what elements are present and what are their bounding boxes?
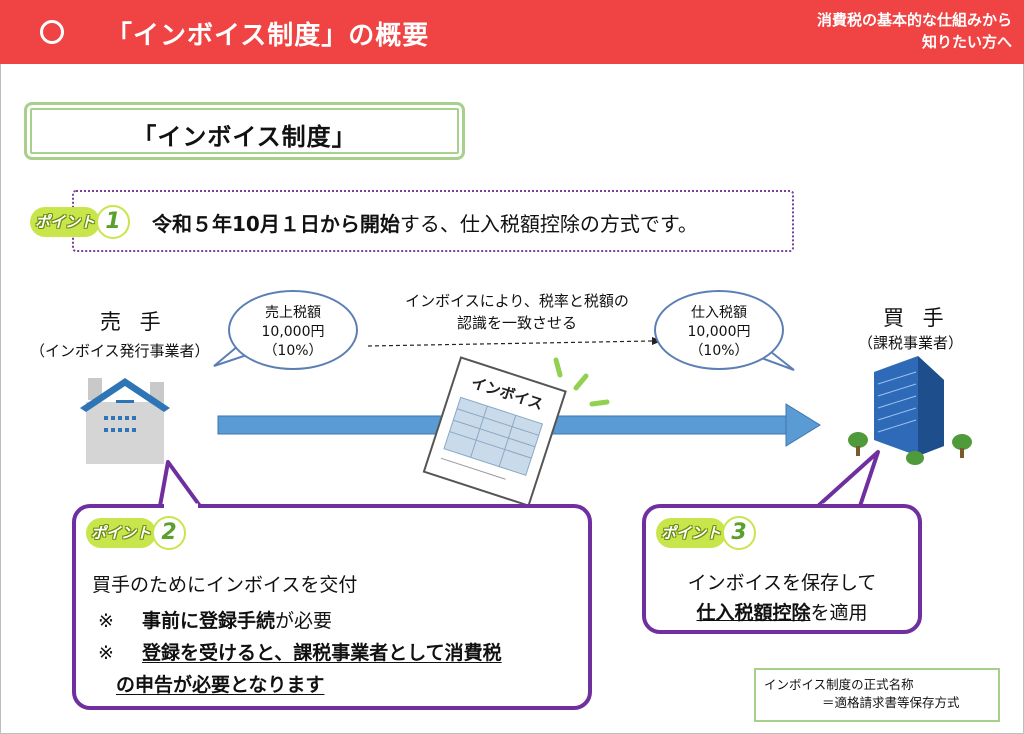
point3-line2-rest: を適用	[810, 602, 868, 624]
section-title-box: 「インボイス制度」	[24, 102, 465, 160]
point2-line3-text: 登録を受けると、課税事業者として消費税	[142, 642, 502, 664]
point2-line2: ※ 事前に登録手続が必要	[98, 606, 332, 633]
point3-line1: インボイスを保存して	[687, 572, 877, 594]
bubble-left-line3: （10%）	[263, 343, 323, 359]
point-badge-label: ポイント	[30, 207, 100, 237]
point2-line3: ※ 登録を受けると、課税事業者として消費税	[98, 638, 502, 665]
point1-text: 令和５年10月１日から開始する、仕入税額控除の方式です。	[152, 208, 698, 237]
buyer-building-icon	[848, 356, 972, 465]
bubble-left-line1: 売上税額	[265, 305, 321, 321]
bubble-right-line3: （10%）	[689, 343, 749, 359]
arrow-note-line2: 認識を一致させる	[456, 314, 577, 332]
header-circle-icon	[40, 20, 64, 44]
seller-sub: （インボイス発行事業者）	[30, 342, 210, 360]
page-title: 「インボイス制度」の概要	[106, 21, 430, 51]
bubble-left-line2: 10,000円	[261, 324, 325, 340]
arrow-note-line1: インボイスにより、税率と税額の	[405, 292, 629, 310]
shine-lines	[553, 357, 610, 407]
seller-name: 売 手	[100, 310, 167, 334]
invoice-document-icon: インボイス	[422, 356, 567, 507]
point-badge-label: ポイント	[656, 518, 726, 548]
formal-name-box: インボイス制度の正式名称 ＝適格請求書等保存方式	[754, 668, 1000, 722]
buyer-name: 買 手	[883, 306, 950, 330]
point-badge-number: 1	[96, 205, 130, 239]
point2-line2-bold: 事前に登録手続	[142, 610, 276, 632]
point1-bold: 令和５年10月１日から開始	[152, 212, 400, 236]
point1-rest: する、仕入税額控除の方式です。	[399, 212, 698, 236]
point-badge-number: 2	[152, 516, 186, 550]
point2-line4-text: の申告が必要となります	[116, 674, 325, 696]
bubble-right-line1: 仕入税額	[691, 305, 747, 321]
point2-line4: の申告が必要となります	[116, 670, 324, 697]
header-bar: 「インボイス制度」の概要 消費税の基本的な仕組みから 知りたい方へ	[0, 0, 1024, 64]
point-badge-label: ポイント	[86, 518, 156, 548]
point2-mark: ※	[98, 642, 114, 664]
formal-name-line1: インボイス制度の正式名称	[764, 677, 914, 692]
point2-mark: ※	[98, 610, 114, 632]
bubble-purchase-tax: 仕入税額 10,000円 （10%）	[654, 290, 784, 370]
section-title: 「インボイス制度」	[132, 123, 357, 151]
point-badge-number: 3	[722, 516, 756, 550]
formal-name-line2: ＝適格請求書等保存方式	[822, 695, 960, 710]
point3-line2: 仕入税額控除を適用	[642, 598, 922, 625]
header-subtitle-line1: 消費税の基本的な仕組みから	[816, 11, 1012, 29]
arrow-note: インボイスにより、税率と税額の 認識を一致させる	[392, 290, 642, 334]
bubble-sales-tax: 売上税額 10,000円 （10%）	[228, 290, 358, 370]
point3-line2-bold: 仕入税額控除	[696, 602, 811, 624]
seller-house-icon	[80, 378, 170, 464]
header-subtitle: 消費税の基本的な仕組みから 知りたい方へ	[817, 9, 1012, 53]
bubble-right-line2: 10,000円	[687, 324, 751, 340]
buyer-sub: （課税事業者）	[858, 334, 964, 352]
point2-line2-rest: が必要	[275, 610, 333, 632]
point2-line1: 買手のためにインボイスを交付	[92, 574, 358, 596]
header-subtitle-line2: 知りたい方へ	[921, 33, 1012, 51]
